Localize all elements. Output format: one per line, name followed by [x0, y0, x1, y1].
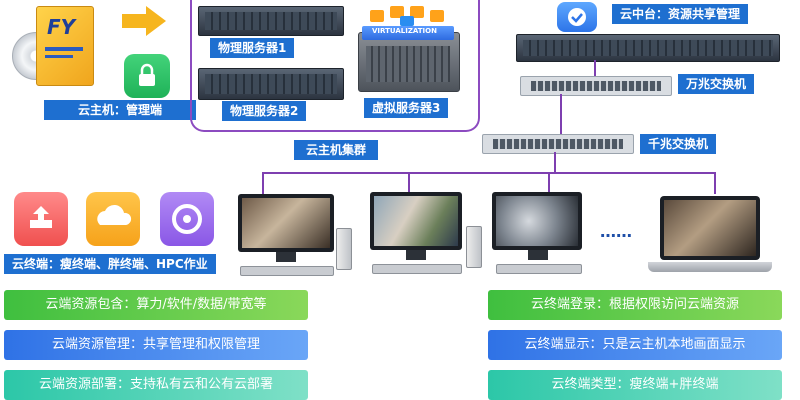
workstation-3-stand	[528, 250, 548, 260]
terminal-bus	[262, 172, 716, 174]
connector-1g-down	[554, 152, 556, 172]
workstation-3-monitor	[492, 192, 582, 250]
switch-10g-label: 万兆交换机	[678, 74, 755, 94]
laptop-base	[648, 262, 772, 272]
left-pill-3: 云端资源部署：支持私有云和公有云部署	[4, 370, 308, 400]
thin-terminal-icon	[14, 192, 68, 246]
drop-4	[714, 172, 716, 194]
server-cluster-frame	[190, 0, 480, 132]
management-label: 云主机：管理端	[44, 100, 196, 120]
drop-3	[548, 172, 550, 192]
virtual-server: VIRTUALIZATION	[356, 6, 460, 92]
arrow-right-icon	[122, 6, 166, 36]
workstation-2-stand	[406, 250, 426, 260]
lock-app-icon	[124, 54, 170, 98]
drop-1	[262, 172, 264, 194]
hpc-icon	[160, 192, 214, 246]
left-pill-1: 云端资源包含：算力/软件/数据/带宽等	[4, 290, 308, 320]
workstation-1-keyboard	[240, 266, 334, 276]
virtual-box-text: VIRTUALIZATION	[372, 27, 437, 35]
workstation-1-stand	[276, 252, 296, 262]
drop-2	[408, 172, 410, 192]
product-box: FY	[36, 6, 94, 86]
workstation-2-keyboard	[372, 264, 462, 274]
fat-terminal-icon	[86, 192, 140, 246]
physical-server-1-label: 物理服务器1	[210, 38, 295, 58]
workstation-3-keyboard	[496, 264, 582, 274]
left-pill-2: 云端资源管理：共享管理和权限管理	[4, 330, 308, 360]
terminals-label: 云终端：瘦终端、胖终端、HPC作业	[4, 254, 216, 274]
core-server	[516, 34, 780, 62]
cloud-app-icon	[557, 2, 597, 32]
cluster-label: 云主机集群	[294, 140, 379, 160]
laptop-screen	[660, 196, 760, 260]
right-pill-1: 云终端登录：根据权限访问云端资源	[488, 290, 782, 320]
workstation-1-monitor	[238, 194, 334, 252]
right-pill-2: 云终端显示：只是云主机本地画面显示	[488, 330, 782, 360]
right-pill-3: 云终端类型：瘦终端+胖终端	[488, 370, 782, 400]
physical-server-2	[198, 68, 344, 100]
connector-10g-1g	[560, 94, 562, 134]
product-box-logo: FY	[47, 15, 76, 39]
physical-server-2-label: 物理服务器2	[222, 101, 307, 121]
switch-1g	[482, 134, 634, 154]
workstation-2-monitor	[370, 192, 462, 250]
virtual-server-label: 虚拟服务器3	[364, 98, 449, 118]
more-terminals-ellipsis: ……	[600, 222, 632, 241]
switch-1g-label: 千兆交换机	[640, 134, 717, 154]
workstation-2-tower	[466, 226, 482, 268]
connector-core-10g	[594, 60, 596, 76]
switch-10g	[520, 76, 672, 96]
workstation-1-tower	[336, 228, 352, 270]
physical-server-1	[198, 6, 344, 36]
cloud-center-label: 云中台：资源共享管理	[612, 4, 749, 24]
